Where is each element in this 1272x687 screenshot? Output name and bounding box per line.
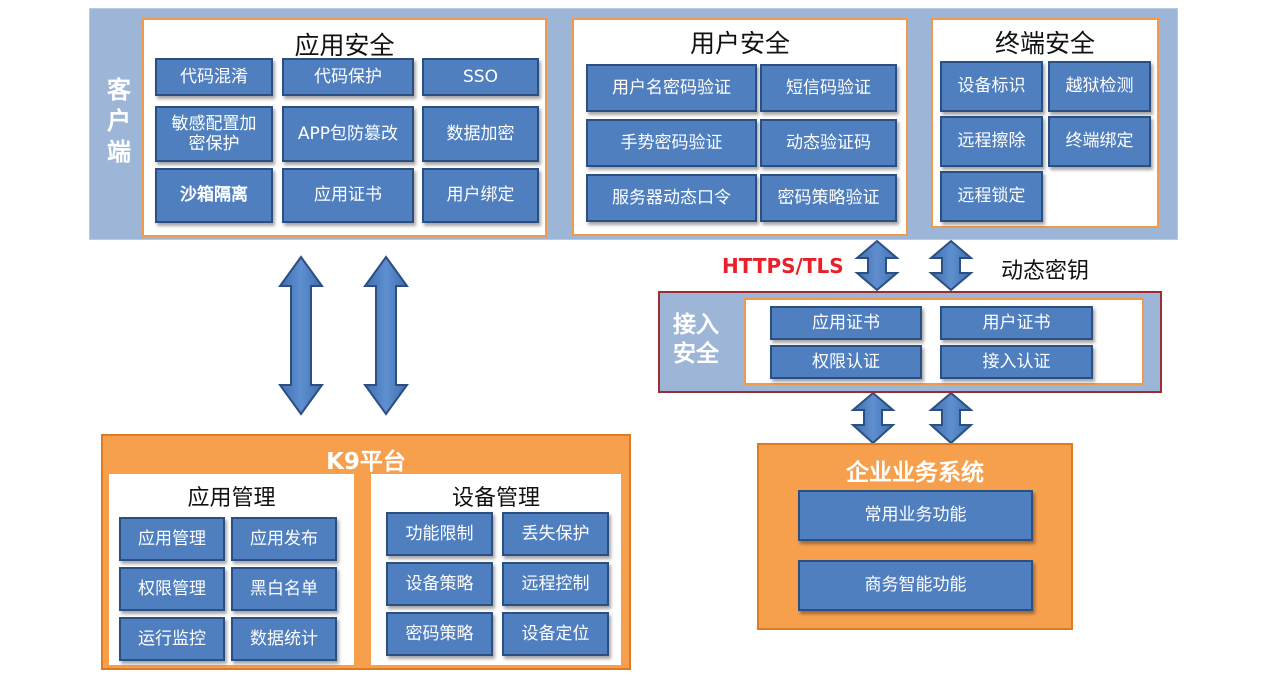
access-enterprise-arrow-right: [928, 391, 974, 445]
app-sec-item-2: SSO: [422, 58, 539, 96]
app-sec-item-6: 沙箱隔离: [155, 168, 273, 223]
device-mgmt-item-0: 功能限制: [386, 512, 493, 556]
device-mgmt-item-3: 远程控制: [502, 562, 609, 606]
device-mgmt-title: 设备管理: [451, 486, 540, 511]
app-mgmt-item-3: 黑白名单: [231, 567, 337, 611]
user-sec-item-2: 手势密码验证: [586, 119, 757, 167]
enterprise-title: 企业业务系统: [846, 460, 984, 486]
https-label: HTTPS/TLS: [722, 254, 844, 278]
client-label: 客户端: [99, 75, 139, 169]
dynamic-key-label: 动态密钥: [1001, 259, 1090, 284]
enterprise-item-0: 常用业务功能: [798, 490, 1033, 541]
user-sec-item-4: 服务器动态口令: [586, 174, 757, 222]
app-mgmt-item-5: 数据统计: [231, 617, 337, 661]
access-security-label: 接入安全: [664, 311, 728, 369]
term-sec-item-0: 设备标识: [940, 61, 1043, 112]
device-mgmt-item-1: 丢失保护: [502, 512, 609, 556]
key-arrow: [928, 239, 974, 292]
app-sec-item-8: 用户绑定: [422, 168, 539, 223]
term-sec-item-1: 越狱检测: [1048, 61, 1151, 112]
user-sec-item-3: 动态验证码: [760, 119, 897, 167]
device-mgmt-item-5: 设备定位: [502, 612, 609, 656]
device-mgmt-item-2: 设备策略: [386, 562, 493, 606]
access-item-3: 接入认证: [940, 345, 1093, 379]
user-security-title: 用户安全: [689, 29, 790, 58]
client-k9-arrow-left: [278, 255, 324, 416]
term-sec-item-3: 终端绑定: [1048, 116, 1151, 167]
app-sec-item-7: 应用证书: [282, 168, 414, 223]
app-security-title: 应用安全: [294, 31, 395, 60]
app-sec-item-5: 数据加密: [422, 106, 539, 162]
app-sec-item-1: 代码保护: [282, 58, 414, 96]
app-sec-item-0: 代码混淆: [155, 58, 273, 96]
app-mgmt-item-2: 权限管理: [119, 567, 225, 611]
app-sec-item-4: APP包防篡改: [282, 106, 414, 162]
user-sec-item-0: 用户名密码验证: [586, 64, 757, 112]
access-security-label-text: 接入安全: [673, 312, 719, 367]
https-arrow: [854, 239, 900, 292]
client-label-text: 客户端: [107, 76, 131, 167]
app-mgmt-item-1: 应用发布: [231, 517, 337, 561]
app-mgmt-item-4: 运行监控: [119, 617, 225, 661]
term-sec-item-4: 远程锁定: [940, 171, 1043, 222]
access-item-0: 应用证书: [770, 306, 922, 340]
access-enterprise-arrow-left: [850, 391, 896, 445]
user-sec-item-5: 密码策略验证: [760, 174, 897, 222]
enterprise-item-1: 商务智能功能: [798, 560, 1033, 611]
client-k9-arrow-right: [363, 255, 409, 416]
terminal-security-title: 终端安全: [994, 29, 1095, 58]
access-item-1: 用户证书: [940, 306, 1093, 340]
app-mgmt-item-0: 应用管理: [119, 517, 225, 561]
access-item-2: 权限认证: [770, 345, 922, 379]
user-sec-item-1: 短信码验证: [760, 64, 897, 112]
term-sec-item-2: 远程擦除: [940, 116, 1043, 167]
app-sec-item-3: 敏感配置加密保护: [155, 106, 273, 162]
device-mgmt-item-4: 密码策略: [386, 612, 493, 656]
k9-title: K9平台: [326, 449, 406, 475]
app-mgmt-title: 应用管理: [187, 486, 276, 511]
